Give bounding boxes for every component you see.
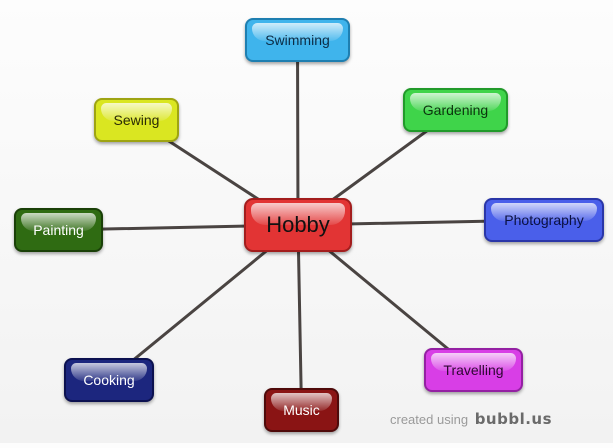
node-gardening[interactable]: Gardening	[403, 88, 508, 132]
node-label: Painting	[33, 222, 84, 238]
connector-music	[296, 223, 303, 412]
node-painting[interactable]: Painting	[14, 208, 103, 252]
node-label: Swimming	[265, 32, 330, 48]
node-label: Sewing	[113, 112, 160, 128]
watermark-text: created using	[390, 412, 469, 427]
node-label: Gardening	[422, 102, 489, 118]
node-swimming[interactable]: Swimming	[245, 18, 350, 62]
center-node-hobby[interactable]: Hobby	[244, 198, 352, 252]
node-label: Cooking	[83, 372, 135, 388]
node-photography[interactable]: Photography	[484, 198, 604, 242]
node-cooking[interactable]: Cooking	[64, 358, 154, 402]
node-travelling[interactable]: Travelling	[424, 348, 523, 392]
watermark: created using bubbl.us	[390, 410, 552, 428]
watermark-brand: bubbl.us	[474, 410, 553, 428]
center-node-label: Hobby	[266, 212, 330, 237]
node-music[interactable]: Music	[264, 388, 339, 432]
node-sewing[interactable]: Sewing	[94, 98, 179, 142]
node-label: Photography	[504, 212, 584, 228]
node-label: Travelling	[443, 362, 504, 378]
node-label: Music	[283, 402, 320, 418]
connector-swimming	[296, 38, 300, 227]
